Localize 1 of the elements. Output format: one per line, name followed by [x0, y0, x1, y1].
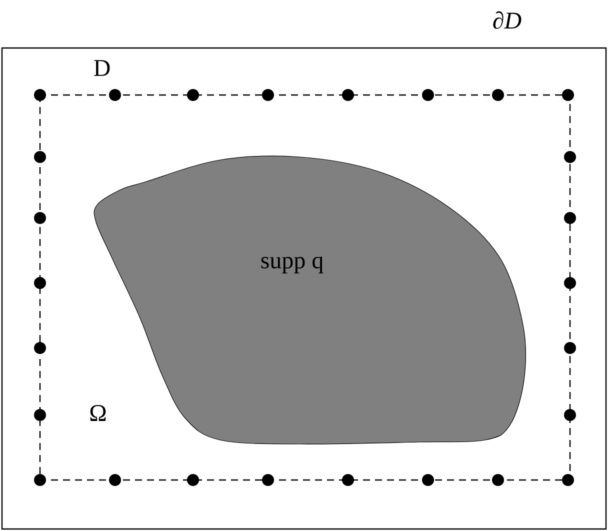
boundary-label: ∂D	[493, 11, 522, 29]
